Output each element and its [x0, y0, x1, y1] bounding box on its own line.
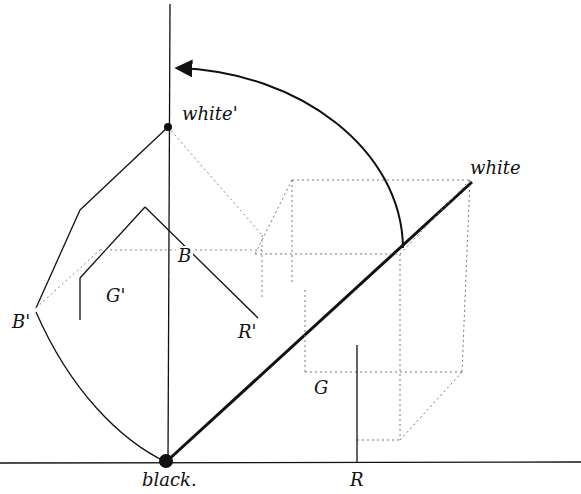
- original-cube: [255, 180, 470, 440]
- horizontal-axis: [0, 462, 581, 463]
- axis-label: white: [468, 158, 523, 178]
- gray-diagonal: [166, 182, 472, 462]
- axis-label: G': [104, 286, 127, 306]
- black-point: [159, 454, 173, 468]
- rotated-cube: [36, 127, 258, 462]
- vertical-axis: [168, 4, 170, 463]
- axis-label: black.: [140, 470, 199, 490]
- rotation-arrow: [178, 68, 403, 248]
- white-point: [164, 123, 172, 131]
- axis-label: G: [312, 378, 330, 398]
- axis-label: R: [348, 470, 366, 490]
- r-edge: [356, 345, 357, 462]
- axis-label: white': [180, 104, 240, 124]
- axis-label: R': [236, 322, 259, 342]
- rotated-cube-hidden: [36, 127, 262, 308]
- axis-label: B: [176, 246, 193, 266]
- axis-label: B': [10, 312, 32, 332]
